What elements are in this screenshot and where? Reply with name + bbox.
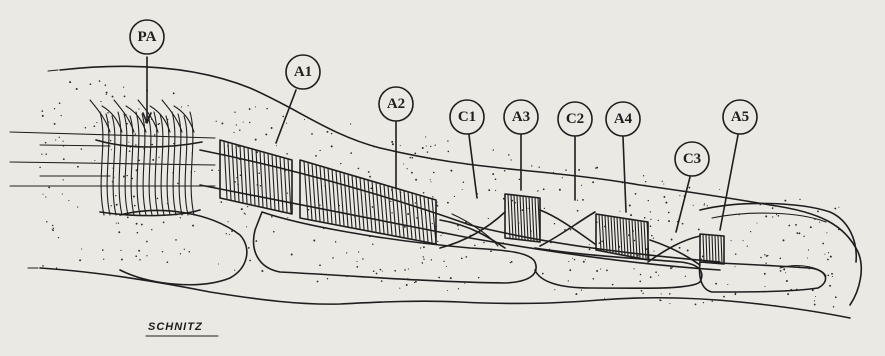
c1-label: C1: [458, 109, 476, 125]
pulley-a5: [700, 234, 724, 264]
c3-label: C3: [683, 151, 701, 167]
pulley-a1: [220, 140, 292, 214]
pulley-a3: [505, 194, 540, 242]
flexor-tendons: [10, 132, 720, 270]
pulley-a2: [300, 160, 436, 244]
a4-label: A4: [614, 111, 633, 127]
a4-pointer: [623, 137, 626, 212]
nail-edge: [712, 213, 826, 222]
pa-label: PA: [138, 29, 157, 45]
pulley-labels: PA A1 A2 C1 A3 C2 A4 C3 A5: [130, 20, 757, 232]
a1-pointer: [276, 90, 296, 143]
c1-pointer: [469, 135, 477, 198]
palmar-aponeurosis: [90, 100, 202, 216]
a3-label: A3: [512, 109, 530, 125]
artist-signature: SCHNITZ: [148, 321, 203, 333]
a5-pointer: [720, 135, 738, 230]
palmar-skin-outline: [40, 268, 850, 318]
pulley-a4: [596, 214, 649, 260]
skin-stipple: [39, 80, 839, 308]
dorsal-skin-dash: [48, 70, 58, 71]
a5-label: A5: [731, 109, 749, 125]
a2-label: A2: [387, 96, 405, 112]
c2-label: C2: [566, 111, 584, 127]
a1-label: A1: [294, 64, 312, 80]
